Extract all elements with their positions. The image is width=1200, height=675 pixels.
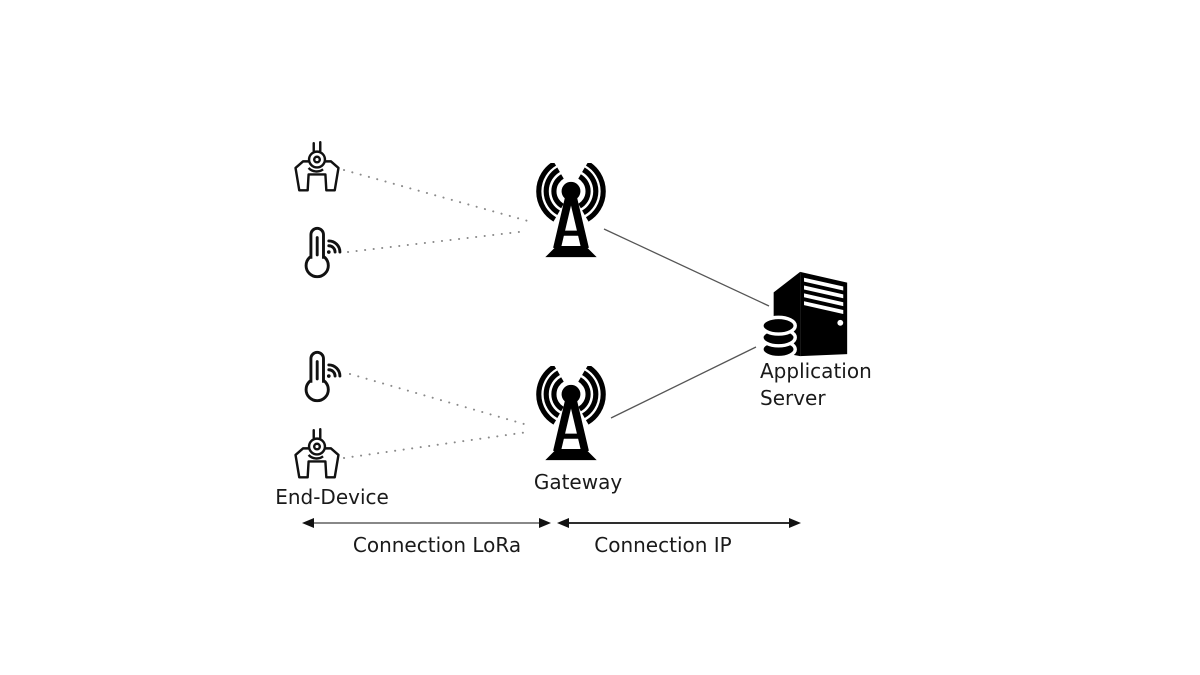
connection-ip-arrow <box>557 518 801 528</box>
antenna-tower-icon <box>536 366 606 461</box>
end-device-robot-1 <box>289 139 345 195</box>
lora-link-3 <box>349 373 525 425</box>
ip-link-1 <box>603 228 770 307</box>
end-device-robot-2 <box>289 426 345 482</box>
lora-link-1 <box>343 169 529 222</box>
gateway-1 <box>528 163 614 270</box>
end-device-thermometer-2 <box>294 348 352 406</box>
connection-lora-label: Connection LoRa <box>352 533 522 557</box>
robot-gripper-icon <box>294 141 340 192</box>
gateway-2 <box>528 366 614 473</box>
lora-link-2 <box>347 230 528 253</box>
antenna-tower-icon <box>536 163 606 258</box>
application-server <box>757 263 855 361</box>
ip-link-2 <box>610 346 757 419</box>
robot-gripper-icon <box>294 428 340 479</box>
gateway-label: Gateway <box>533 470 623 494</box>
end-device-label: End-Device <box>275 485 389 509</box>
lora-link-4 <box>343 431 529 459</box>
connection-ip-label: Connection IP <box>594 533 732 557</box>
application-server-label: Application Server <box>760 359 872 410</box>
server-database-icon <box>760 271 848 360</box>
thermometer-wireless-icon <box>304 350 342 403</box>
end-device-thermometer-1 <box>294 224 352 282</box>
thermometer-wireless-icon <box>304 226 342 279</box>
connection-lora-arrow <box>302 518 551 528</box>
